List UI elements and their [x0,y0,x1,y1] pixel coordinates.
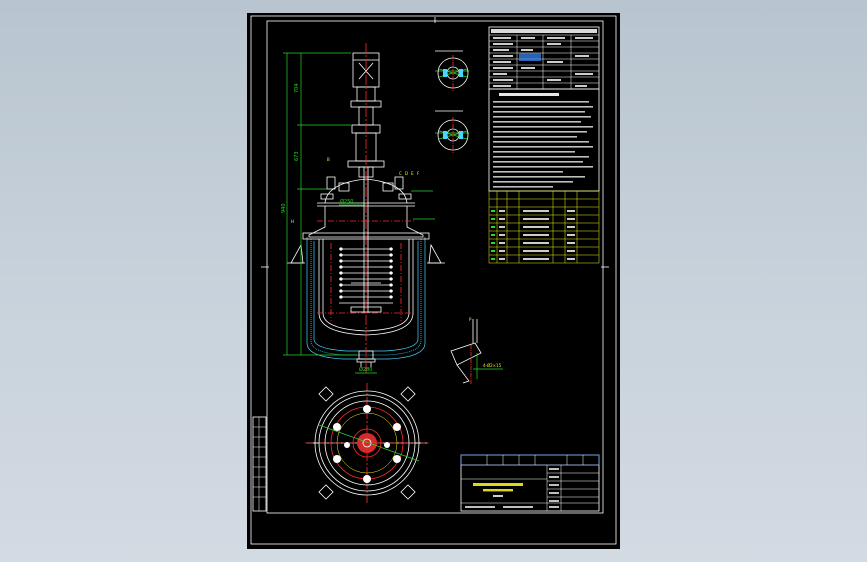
reactor-plan-view [305,383,429,505]
dimension-label: Ø280 [359,366,372,373]
nozzle-label: E [411,171,414,176]
reactor-elevation-view: 704 673 940 Ø280 Ø250 B C D E F H [281,43,445,374]
nozzle-label: C [399,171,402,176]
dimension-label: 704 [294,83,300,93]
reactor-assembly-drawing: 704 673 940 Ø280 Ø250 B C D E F H P [250,15,617,545]
technical-requirements-notes [488,88,600,192]
nozzle-label: D [405,171,408,176]
dimension-label: 673 [294,151,300,161]
nozzle-table [488,190,600,264]
impeller-detail-views [435,50,469,153]
cad-drawing-sheet: 704 673 940 Ø280 Ø250 B C D E F H P [247,13,620,549]
technical-specification-table [488,26,600,90]
revision-strip [252,416,267,512]
outer-frame [250,15,617,545]
nozzle-label: F [417,171,420,176]
detail-p: P 4-Ø2×15 [450,317,503,385]
nozzle-label: H [291,219,294,224]
title-block [460,454,600,512]
dimension-label: Ø250 [340,198,353,205]
dimension-label: 940 [281,203,287,213]
detail-dimension: 4-Ø2×15 [483,363,502,368]
detail-label: P [469,317,472,322]
nozzle-label: B [327,157,330,162]
